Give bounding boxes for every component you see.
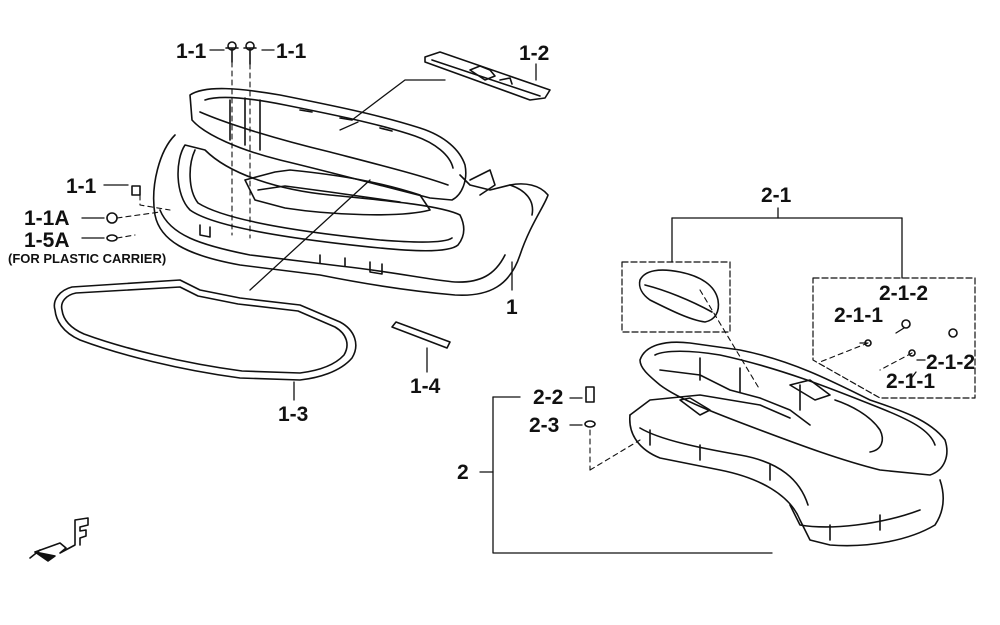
label-1-1-top-left: 1-1: [176, 40, 207, 63]
label-2-1-2-lower: 2-1-2: [926, 351, 976, 374]
callout-boxes: [621, 261, 976, 399]
label-1-2: 1-2: [519, 42, 550, 65]
part-2-1-pad: [638, 269, 720, 323]
label-2-3: 2-3: [529, 414, 560, 437]
label-2-1-2-upper: 2-1-2: [879, 282, 929, 305]
label-1-5A: 1-5A: [24, 229, 70, 252]
part-1-2-strip: [424, 51, 551, 101]
label-1-4: 1-4: [410, 375, 441, 398]
label-2-1: 2-1: [761, 184, 792, 207]
label-1-1A: 1-1A: [24, 207, 70, 230]
right-fasteners: [584, 319, 958, 428]
label-1: 1: [506, 296, 518, 319]
right-leaders: [479, 207, 926, 554]
label-1-1-top-right: 1-1: [276, 40, 307, 63]
top-case-body: [152, 87, 549, 296]
inner-carrier-tray: [629, 341, 948, 547]
label-1-3: 1-3: [278, 403, 309, 426]
part-1-4-strip: [391, 321, 451, 349]
note-for-plastic-carrier: (FOR PLASTIC CARRIER): [8, 251, 167, 266]
left-dashed-guides: [116, 61, 251, 239]
part-1-3-seal: [53, 279, 357, 381]
label-2-1-1-upper: 2-1-1: [834, 304, 884, 327]
left-fasteners: [106, 41, 257, 242]
label-2: 2: [457, 461, 469, 484]
label-2-1-1-lower: 2-1-1: [886, 370, 936, 393]
right-dashed-guides: [589, 289, 913, 471]
front-direction-arrow-icon: [29, 517, 89, 562]
left-leaders: [81, 49, 537, 401]
label-1-1-side: 1-1: [66, 175, 97, 198]
label-2-2: 2-2: [533, 386, 564, 409]
